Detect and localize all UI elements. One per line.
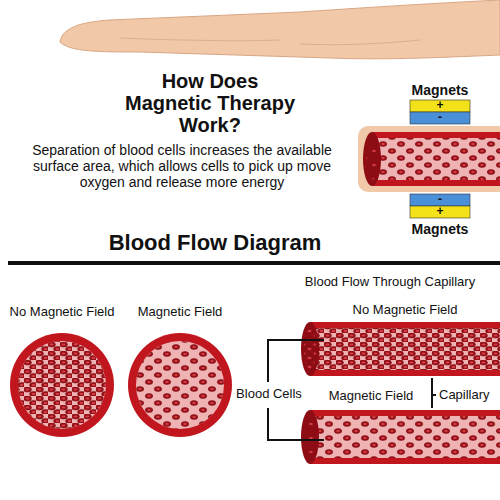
vessel-lumen (372, 138, 500, 180)
finger-crease (120, 38, 280, 41)
magnet-label: Magnets (395, 82, 485, 98)
magnet-pole (410, 206, 470, 218)
clumped-cells (18, 341, 106, 429)
separated-cells (136, 341, 224, 429)
capillary-end-cells (304, 416, 316, 458)
vessel-lumen (136, 341, 224, 429)
capillary-end (301, 322, 319, 376)
blood-cells-leader (268, 340, 324, 382)
separated-cells (310, 416, 500, 458)
capillary-wall (310, 322, 500, 376)
pole-sign: - (410, 111, 470, 124)
clumped-cells (310, 328, 500, 370)
arm-skin (358, 126, 500, 192)
field-label: No Magnetic Field (2, 305, 122, 320)
capillary-end (301, 410, 319, 464)
field-label: Magnetic Field (124, 305, 236, 320)
vessel-end-cells (366, 138, 378, 180)
part-label: Capillary (439, 388, 499, 403)
magnet-pole (410, 112, 470, 124)
capillary-wall (310, 410, 500, 464)
capillary-lumen (310, 416, 500, 458)
capillary-no-field (301, 322, 500, 376)
vessel-end (363, 132, 381, 186)
capillary-lumen (310, 328, 500, 370)
capillary-leader (431, 378, 433, 408)
cross-section-field (128, 333, 232, 437)
wrist-vessel (358, 126, 500, 192)
capillary-end-cells (304, 328, 316, 370)
magnet-bottom (410, 194, 470, 218)
capillary-leader (432, 394, 436, 396)
magnet-top (410, 100, 470, 124)
vessel-ring (128, 333, 232, 437)
description: Separation of blood cells increases the … (12, 142, 352, 190)
cross-section-no-field (10, 333, 114, 437)
blood-cells-leader (268, 408, 324, 440)
vessel-ring (10, 333, 114, 437)
vessel-cells (372, 138, 500, 180)
pole-sign: + (410, 205, 470, 218)
hand (60, 0, 500, 59)
hand-shape (60, 0, 500, 59)
vessel-wall (372, 132, 500, 186)
magnet-label: Magnets (395, 221, 485, 237)
part-label: Blood Cells (236, 387, 302, 402)
section-label: Blood Flow Through Capillary (284, 275, 496, 290)
capillary-field (301, 410, 500, 464)
vessel-lumen (18, 341, 106, 429)
section-heading: Blood Flow Diagram (0, 230, 430, 255)
field-label: Magnetic Field (316, 389, 426, 404)
heading: How Does Magnetic Therapy Work? (120, 70, 300, 136)
divider-line (8, 261, 500, 265)
field-label: No Magnetic Field (320, 303, 490, 318)
palm-crease (300, 40, 420, 45)
